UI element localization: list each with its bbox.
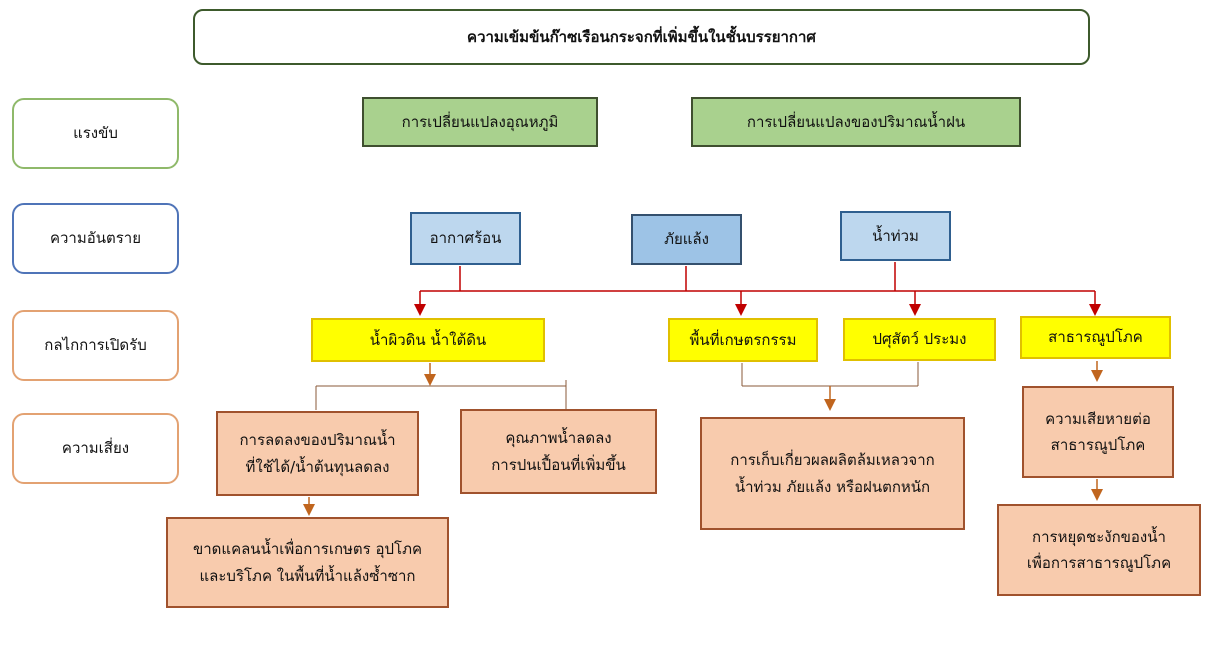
- risk-utility-disruption-line-2: เพื่อการสาธารณูปโภค: [1026, 554, 1172, 572]
- hazard-drought: ภัยแล้ง: [631, 214, 742, 265]
- exposure-utilities: สาธารณูปโภค: [1020, 316, 1171, 359]
- risk-harvest-failure-line-1: การเก็บเกี่ยวผลผลิตล้มเหลวจาก: [730, 451, 935, 470]
- risk-water-supply-line-1: การลดลงของปริมาณน้ำ: [239, 431, 396, 450]
- risk-harvest-failure: การเก็บเกี่ยวผลผลิตล้มเหลวจาก น้ำท่วม ภั…: [700, 417, 965, 530]
- side-label-exposure: กลไกการเปิดรับ: [12, 310, 179, 381]
- risk-water-quality-line-1: คุณภาพน้ำลดลง: [505, 429, 612, 448]
- risk-water-supply-line-2: ที่ใช้ได้/น้ำต้นทุนลดลง: [245, 457, 390, 476]
- agri-risk-connector: [741, 362, 919, 411]
- risk-water-shortage-line-2: และบริโภค ในพื้นที่น้ำแล้งซ้ำซาก: [199, 566, 416, 585]
- risk-water-supply: การลดลงของปริมาณน้ำ ที่ใช้ได้/น้ำต้นทุนล…: [216, 411, 419, 496]
- exposure-livestock: ปศุสัตว์ ประมง: [843, 318, 996, 361]
- exposure-agriculture: พื้นที่เกษตรกรรม: [668, 318, 818, 362]
- risk-water-quality-line-2: การปนเปื้อนที่เพิ่มขึ้น: [491, 455, 626, 474]
- driver-temperature: การเปลี่ยนแปลงอุณหภูมิ: [362, 97, 598, 147]
- risk-harvest-failure-line-2: น้ำท่วม ภัยแล้ง หรือฝนตกหนัก: [734, 477, 931, 496]
- hazard-flood: น้ำท่วม: [840, 211, 951, 261]
- exposure-water: น้ำผิวดิน น้ำใต้ดิน: [311, 318, 545, 362]
- driver-rainfall: การเปลี่ยนแปลงของปริมาณน้ำฝน: [691, 97, 1021, 147]
- side-label-risk: ความเสี่ยง: [12, 413, 179, 484]
- risk-water-shortage-line-1: ขาดแคลนน้ำเพื่อการเกษตร อุปโภค: [193, 540, 422, 559]
- hazard-heat: อากาศร้อน: [410, 212, 521, 265]
- risk-utility-disruption: การหยุดชะงักของน้ำ เพื่อการสาธารณูปโภค: [997, 504, 1201, 596]
- water-risk-connector: [303, 363, 567, 516]
- risk-utility-disruption-line-1: การหยุดชะงักของน้ำ: [1032, 527, 1166, 546]
- risk-utility-damage: ความเสียหายต่อ สาธารณูปโภค: [1022, 386, 1174, 478]
- risk-water-shortage: ขาดแคลนน้ำเพื่อการเกษตร อุปโภค และบริโภค…: [166, 517, 449, 608]
- risk-utility-damage-line-2: สาธารณูปโภค: [1050, 436, 1146, 454]
- side-label-driver: แรงขับ: [12, 98, 179, 169]
- side-label-hazard: ความอันตราย: [12, 203, 179, 274]
- diagram-title: ความเข้มข้นก๊าซเรือนกระจกที่เพิ่มขึ้นในช…: [193, 9, 1090, 65]
- risk-utility-damage-line-1: ความเสียหายต่อ: [1045, 409, 1151, 428]
- risk-water-quality: คุณภาพน้ำลดลง การปนเปื้อนที่เพิ่มขึ้น: [460, 409, 657, 494]
- hazard-connector: [414, 262, 1101, 316]
